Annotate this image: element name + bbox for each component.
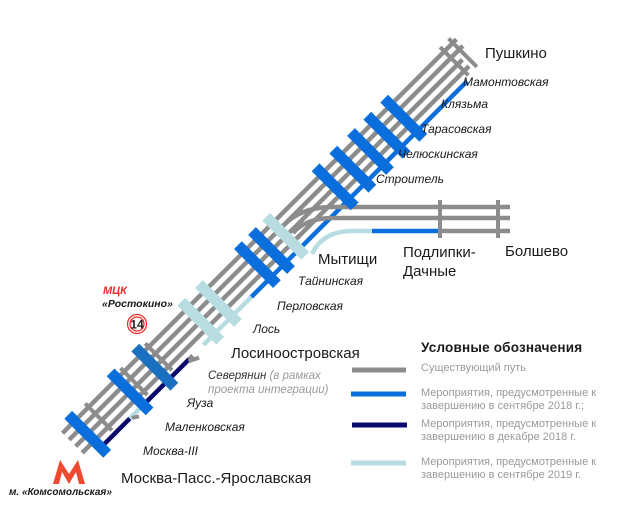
track-dec2018-segment [101,416,132,447]
station-crossbar-los [177,297,225,345]
station-mytishchi: Мытищи [318,251,378,268]
station-tayninskaya: Тайнинская [298,274,364,288]
severyanin-note-1: (в рамках [266,370,321,382]
station-crossbar-moskva_pass [64,410,112,458]
bolshevo-branch-track [282,204,510,227]
crossbar-group [64,94,428,458]
station-malenkovskaya: Маленковская [165,420,245,434]
metro-station-komsomolskaya: м. «Комсомольская» [9,487,112,498]
mck-icon: 14 [126,313,148,335]
station-crossbar-malenkovskaya [106,368,154,416]
legend-item-sep2018: Мероприятия, предусмотренные к завершени… [421,387,597,412]
station-crossbar-mamontovskaya [380,94,428,142]
station-podlipki-dachnye: Подлипки- Дачные [403,243,476,281]
station-moskva-pass-yaroslavskaya: Москва-Пасс.-Ярославская [121,470,312,487]
mck-line-number: 14 [130,318,144,332]
legend-title: Условные обозначения [421,340,583,355]
track-tie [143,341,174,372]
station-mamontovskaya: Мамонтовская [463,75,549,89]
station-podlipki-line2: Дачные [403,263,457,280]
station-crossbar-tarasovskaya [347,128,394,175]
legend-swatches [351,367,407,466]
station-chelyuskinskaya: Челюскинская [398,147,478,161]
track-sep2019-segment [128,407,142,421]
station-moskva-3: Москва-III [143,444,199,458]
track-tie [119,366,149,397]
existing-track-stub [187,355,200,364]
station-crossbar-tayninskaya_2 [248,227,295,274]
station-yauza: Яуза [187,396,214,410]
existing-track-stub [131,414,140,420]
station-losinoostrovskaya: Лосиноостровская [231,345,360,362]
track-group [60,37,510,455]
track-end-tie [447,37,479,69]
track-existing-segment [187,353,195,361]
legend-item-dec2018: Мероприятия, предусмотренные к завершени… [421,418,597,443]
track-tie [83,402,114,432]
station-crossbar-stroitel [311,163,359,211]
station-crossbar-yauza [131,343,179,391]
severyanin-name: Северянин [208,370,267,382]
station-crossbar-perlovskaya [195,280,242,327]
bolshevo-branch-sep2019 [309,228,372,256]
station-los: Лось [253,322,281,336]
station-severyanin: Северянин (в рамках проекта интеграции) [208,369,328,397]
station-perlovskaya: Перловская [277,299,343,313]
station-stroitel: Строитель [376,172,444,186]
station-klyazma: Клязьма [441,97,489,111]
station-tarasovskaya: Тарасовская [421,122,492,136]
station-bolshevo: Болшево [505,243,569,260]
track-end-tie [438,45,470,77]
station-crossbar-chelyuskinskaya [329,145,377,193]
station-podlipki-line1: Подлипки- [403,244,476,261]
metro-icon [53,460,85,484]
mck-label: МЦК [103,285,127,297]
severyanin-note-2: проекта интеграции) [208,384,329,396]
station-crossbar-tayninskaya [234,241,281,288]
mck-station-rostokino: «Ростокино» [102,298,173,310]
legend-item-sep2019: Мероприятия, предусмотренные к завершени… [421,456,597,481]
station-pushkino: Пушкино [485,45,547,62]
bolshevo-branch-track [291,215,510,235]
station-crossbar-mytishchi [262,212,310,260]
station-crossbar-klyazma [363,111,411,159]
legend-item-existing: Существующий путь [421,362,526,374]
